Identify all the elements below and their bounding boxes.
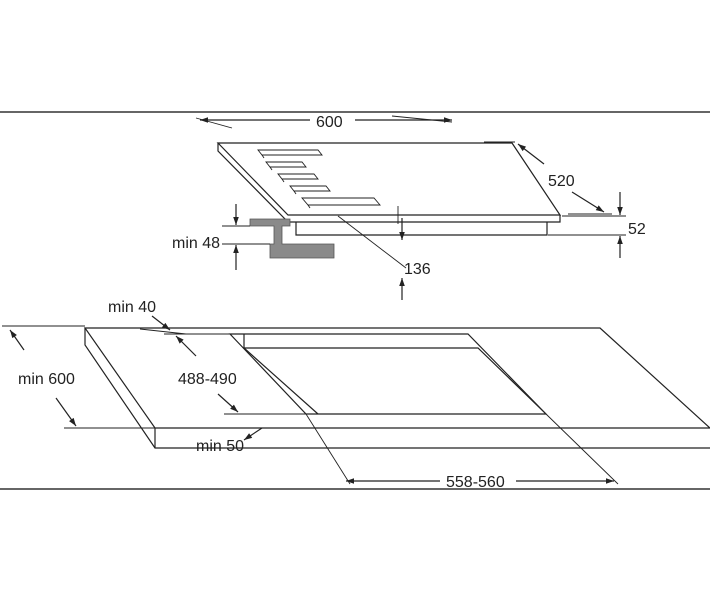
hob-depth-label: 520	[548, 173, 575, 190]
cutout-depth-label: 488-490	[178, 371, 237, 388]
hob-height-label: 52	[628, 221, 646, 238]
cutout-width-label: 558-560	[446, 474, 505, 491]
dim-worktop-thickness	[222, 204, 270, 270]
dim-hob-height	[548, 192, 626, 258]
dim-worktop-depth	[2, 325, 155, 429]
side-gap-label: min 50	[196, 438, 244, 455]
dim-front-gap	[139, 315, 187, 335]
worktop-cutout	[228, 333, 548, 415]
hob-control-slots	[257, 149, 381, 209]
worktop-thickness-label: min 48	[172, 235, 220, 252]
worktop-drawing	[83, 327, 710, 449]
worktop-depth-label: min 600	[18, 371, 75, 388]
mounting-bracket	[249, 218, 335, 259]
dim-side-gap	[243, 427, 263, 441]
dim-cutout-width	[305, 413, 619, 485]
hob-width-label: 600	[316, 114, 343, 131]
front-gap-label: min 40	[108, 299, 156, 316]
clearance-label: 136	[404, 261, 431, 278]
hob-top-surface	[216, 142, 562, 216]
dim-hob-width	[195, 115, 453, 129]
hob-drawing	[216, 142, 562, 236]
dim-cutout-depth	[164, 333, 306, 415]
dim-clearance	[337, 206, 407, 300]
dim-hob-depth	[484, 141, 612, 215]
worktop-top-surface	[83, 327, 710, 429]
